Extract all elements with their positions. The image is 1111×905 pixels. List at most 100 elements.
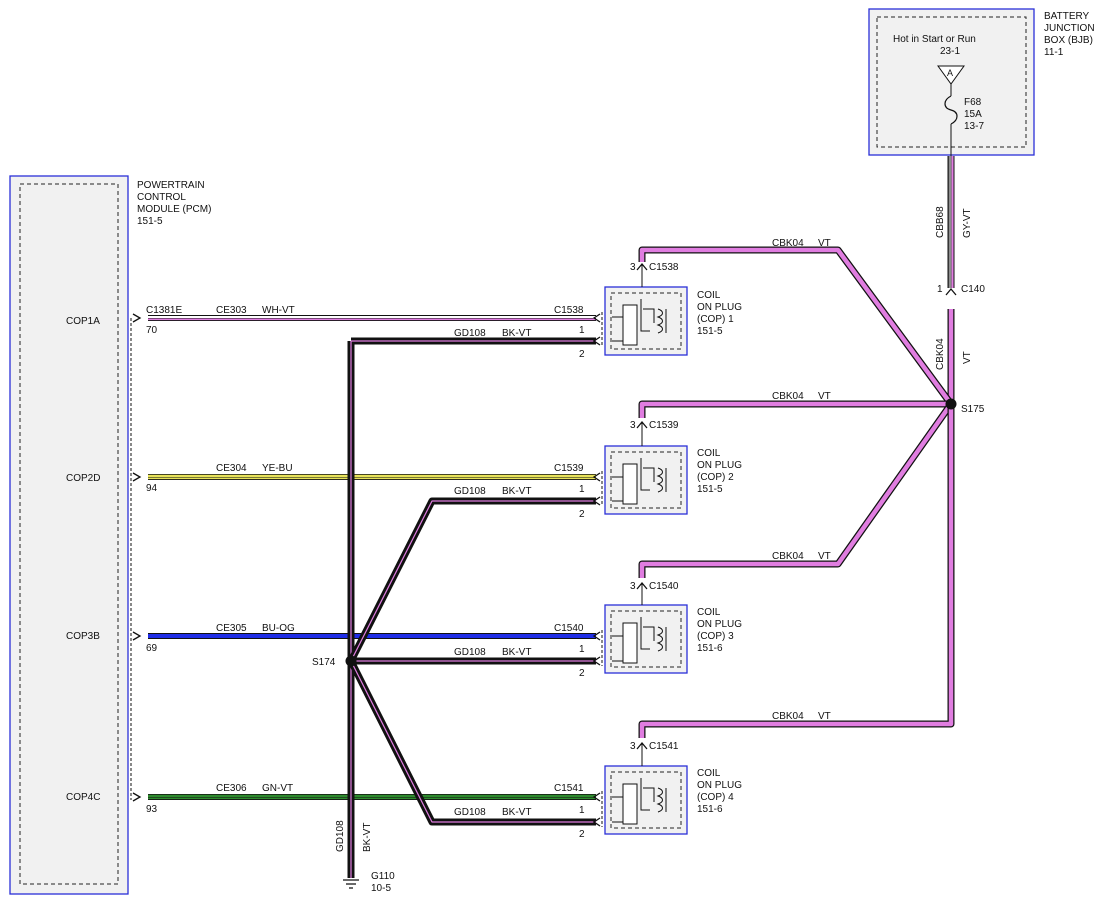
ground-wire-4-circuit: GD108 — [454, 807, 486, 818]
splice-s174-dot — [345, 655, 357, 667]
c140-pin: 1 — [937, 284, 943, 295]
signal-wire-2-color: YE-BU — [262, 463, 293, 474]
coil-2-line1: COIL — [697, 448, 721, 459]
bjb-name-line1: BATTERY — [1044, 11, 1090, 22]
coil-2[interactable]: C1539 3 C1539 1 2 COIL ON PLUG (COP) 2 1… — [554, 420, 742, 520]
ground-wire-3-color: BK-VT — [502, 647, 531, 658]
coil-3-pin-power: 3 — [630, 581, 636, 592]
fuse-icon — [944, 95, 958, 125]
signal-wire-2-circuit: CE304 — [216, 463, 247, 474]
cbk04-branch-4-color: VT — [818, 711, 831, 722]
coil-1-ref: 151-5 — [697, 326, 723, 337]
cbk04-trunk-color: VT — [962, 351, 973, 364]
signal-wires[interactable]: CE303 WH-VT CE304 YE-BU CE305 BU-OG CE30… — [132, 305, 596, 802]
pcm-name-line2: CONTROL — [137, 192, 186, 203]
ground-wires[interactable]: S174 GD108 BK-VT GD108 BK-VT GD108 BK-VT… — [312, 328, 596, 894]
coil-2-box — [604, 445, 688, 515]
pcm-pin-label-2: COP2D — [66, 473, 100, 484]
coil-2-signal-chevron-icon — [592, 472, 601, 482]
coil-1-pin-ground: 2 — [579, 349, 585, 360]
coil-2-connector: C1539 — [649, 420, 679, 431]
coil-4-pin-signal: 1 — [579, 805, 585, 816]
pcm-name-line3: MODULE (PCM) — [137, 204, 211, 215]
coil-1-line3: (COP) 1 — [697, 314, 734, 325]
pcm-pin-number-2: 94 — [146, 483, 158, 494]
cbk04-branch-1-color: VT — [818, 238, 831, 249]
ground-branch-2-stripe — [350, 500, 596, 662]
pcm-box-inner — [19, 183, 119, 885]
splice-s175-dot — [945, 398, 957, 410]
bjb-hot-ref: 23-1 — [940, 46, 960, 57]
coil-1-pin-signal: 1 — [579, 325, 585, 336]
feed-circuit-label: CBB68 — [935, 206, 946, 238]
coil-4-line1: COIL — [697, 768, 721, 779]
pcm-chevron-4-icon — [132, 792, 142, 802]
cbk04-branch-3-circuit: CBK04 — [772, 551, 804, 562]
ground-trunk-color: BK-VT — [362, 823, 373, 852]
coil-2-symbol-icon — [612, 458, 667, 505]
coil-1-line2: ON PLUG — [697, 302, 742, 313]
bjb-name-line3: BOX (BJB) — [1044, 35, 1093, 46]
ground-ref: 10-5 — [371, 883, 391, 894]
signal-wire-3-color: BU-OG — [262, 623, 295, 634]
ground-id: G110 — [371, 871, 395, 882]
coil-1-pin-power: 3 — [630, 262, 636, 273]
cbk04-branch-1 — [639, 247, 953, 406]
bjb-name-line2: JUNCTION — [1044, 23, 1095, 34]
ground-wire-4-color: BK-VT — [502, 807, 531, 818]
power-feed-wires[interactable]: CBB68 GY-VT 1 C140 CBK04 VT S175 CBK04 V… — [638, 156, 985, 738]
c140-connector-icon — [945, 287, 957, 296]
coil-3-box — [604, 604, 688, 674]
coil-1-connector: C1538 — [649, 262, 679, 273]
pcm-pin-label-1: COP1A — [66, 316, 100, 327]
coil-1-box — [604, 286, 688, 356]
coil-3-signal-chevron-icon — [592, 631, 601, 641]
pcm-module[interactable]: POWERTRAIN CONTROL MODULE (PCM) 151-5 C1… — [9, 175, 211, 895]
pcm-connector-label: C1381E — [146, 305, 182, 316]
coil-3[interactable]: C1540 3 C1540 1 2 COIL ON PLUG (COP) 3 1… — [554, 581, 742, 679]
coil-2-line3: (COP) 2 — [697, 472, 734, 483]
coil-4-ground-chevron-icon — [592, 817, 601, 827]
coil-2-pin-ground: 2 — [579, 509, 585, 520]
ground-branch-4-stripe — [350, 660, 596, 823]
coil-1-connector-side: C1538 — [554, 305, 584, 316]
cbk04-branch-4-edge — [638, 404, 955, 738]
coil-3-pin-ground: 2 — [579, 668, 585, 679]
coil-2-ref: 151-5 — [697, 484, 723, 495]
coil-4-ref: 151-6 — [697, 804, 723, 815]
cbk04-branch-1-edge — [638, 246, 954, 407]
ground-trunk-circuit: GD108 — [335, 820, 346, 852]
coil-2-pin-signal: 1 — [579, 484, 585, 495]
ground-wire-2-circuit: GD108 — [454, 486, 486, 497]
cbk04-branch-2 — [639, 401, 951, 418]
pcm-chevron-3-icon — [132, 631, 142, 641]
cbk04-branch-3-color: VT — [818, 551, 831, 562]
coil-4[interactable]: C1541 3 C1541 1 2 COIL ON PLUG (COP) 4 1… — [554, 741, 742, 840]
coil-1-ground-chevron-icon — [592, 336, 601, 346]
coil-4-signal-chevron-icon — [592, 792, 601, 802]
coil-1-box-inner — [610, 292, 682, 350]
cbk04-branch-1-circuit: CBK04 — [772, 238, 804, 249]
coil-4-symbol-icon — [612, 778, 667, 825]
coil-4-pin-ground: 2 — [579, 829, 585, 840]
ground-wire-1-circuit: GD108 — [454, 328, 486, 339]
coil-2-line2: ON PLUG — [697, 460, 742, 471]
fuse-id: F68 — [964, 97, 982, 108]
coil-4-line3: (COP) 4 — [697, 792, 734, 803]
coil-4-box — [604, 765, 688, 835]
signal-wire-3-circuit: CE305 — [216, 623, 247, 634]
signal-wire-4-color: GN-VT — [262, 783, 293, 794]
cbk04-branch-4-circuit: CBK04 — [772, 711, 804, 722]
pcm-chevron-2-icon — [132, 472, 142, 482]
pcm-box — [9, 175, 129, 895]
pcm-pin-number-1: 70 — [146, 325, 158, 336]
ground-trunk-stripe — [350, 340, 596, 878]
cbk04-branch-2-color: VT — [818, 391, 831, 402]
battery-junction-box[interactable]: BATTERY JUNCTION BOX (BJB) 11-1 Hot in S… — [868, 8, 1095, 156]
bjb-flag-letter: A — [947, 68, 953, 78]
ground-symbol-icon — [343, 879, 359, 889]
coil-1[interactable]: C1538 3 C1538 1 2 COIL ON PLUG (COP) 1 1… — [554, 262, 742, 360]
coil-3-ground-chevron-icon — [592, 656, 601, 666]
ground-wire-3-circuit: GD108 — [454, 647, 486, 658]
coil-2-connector-side: C1539 — [554, 463, 584, 474]
